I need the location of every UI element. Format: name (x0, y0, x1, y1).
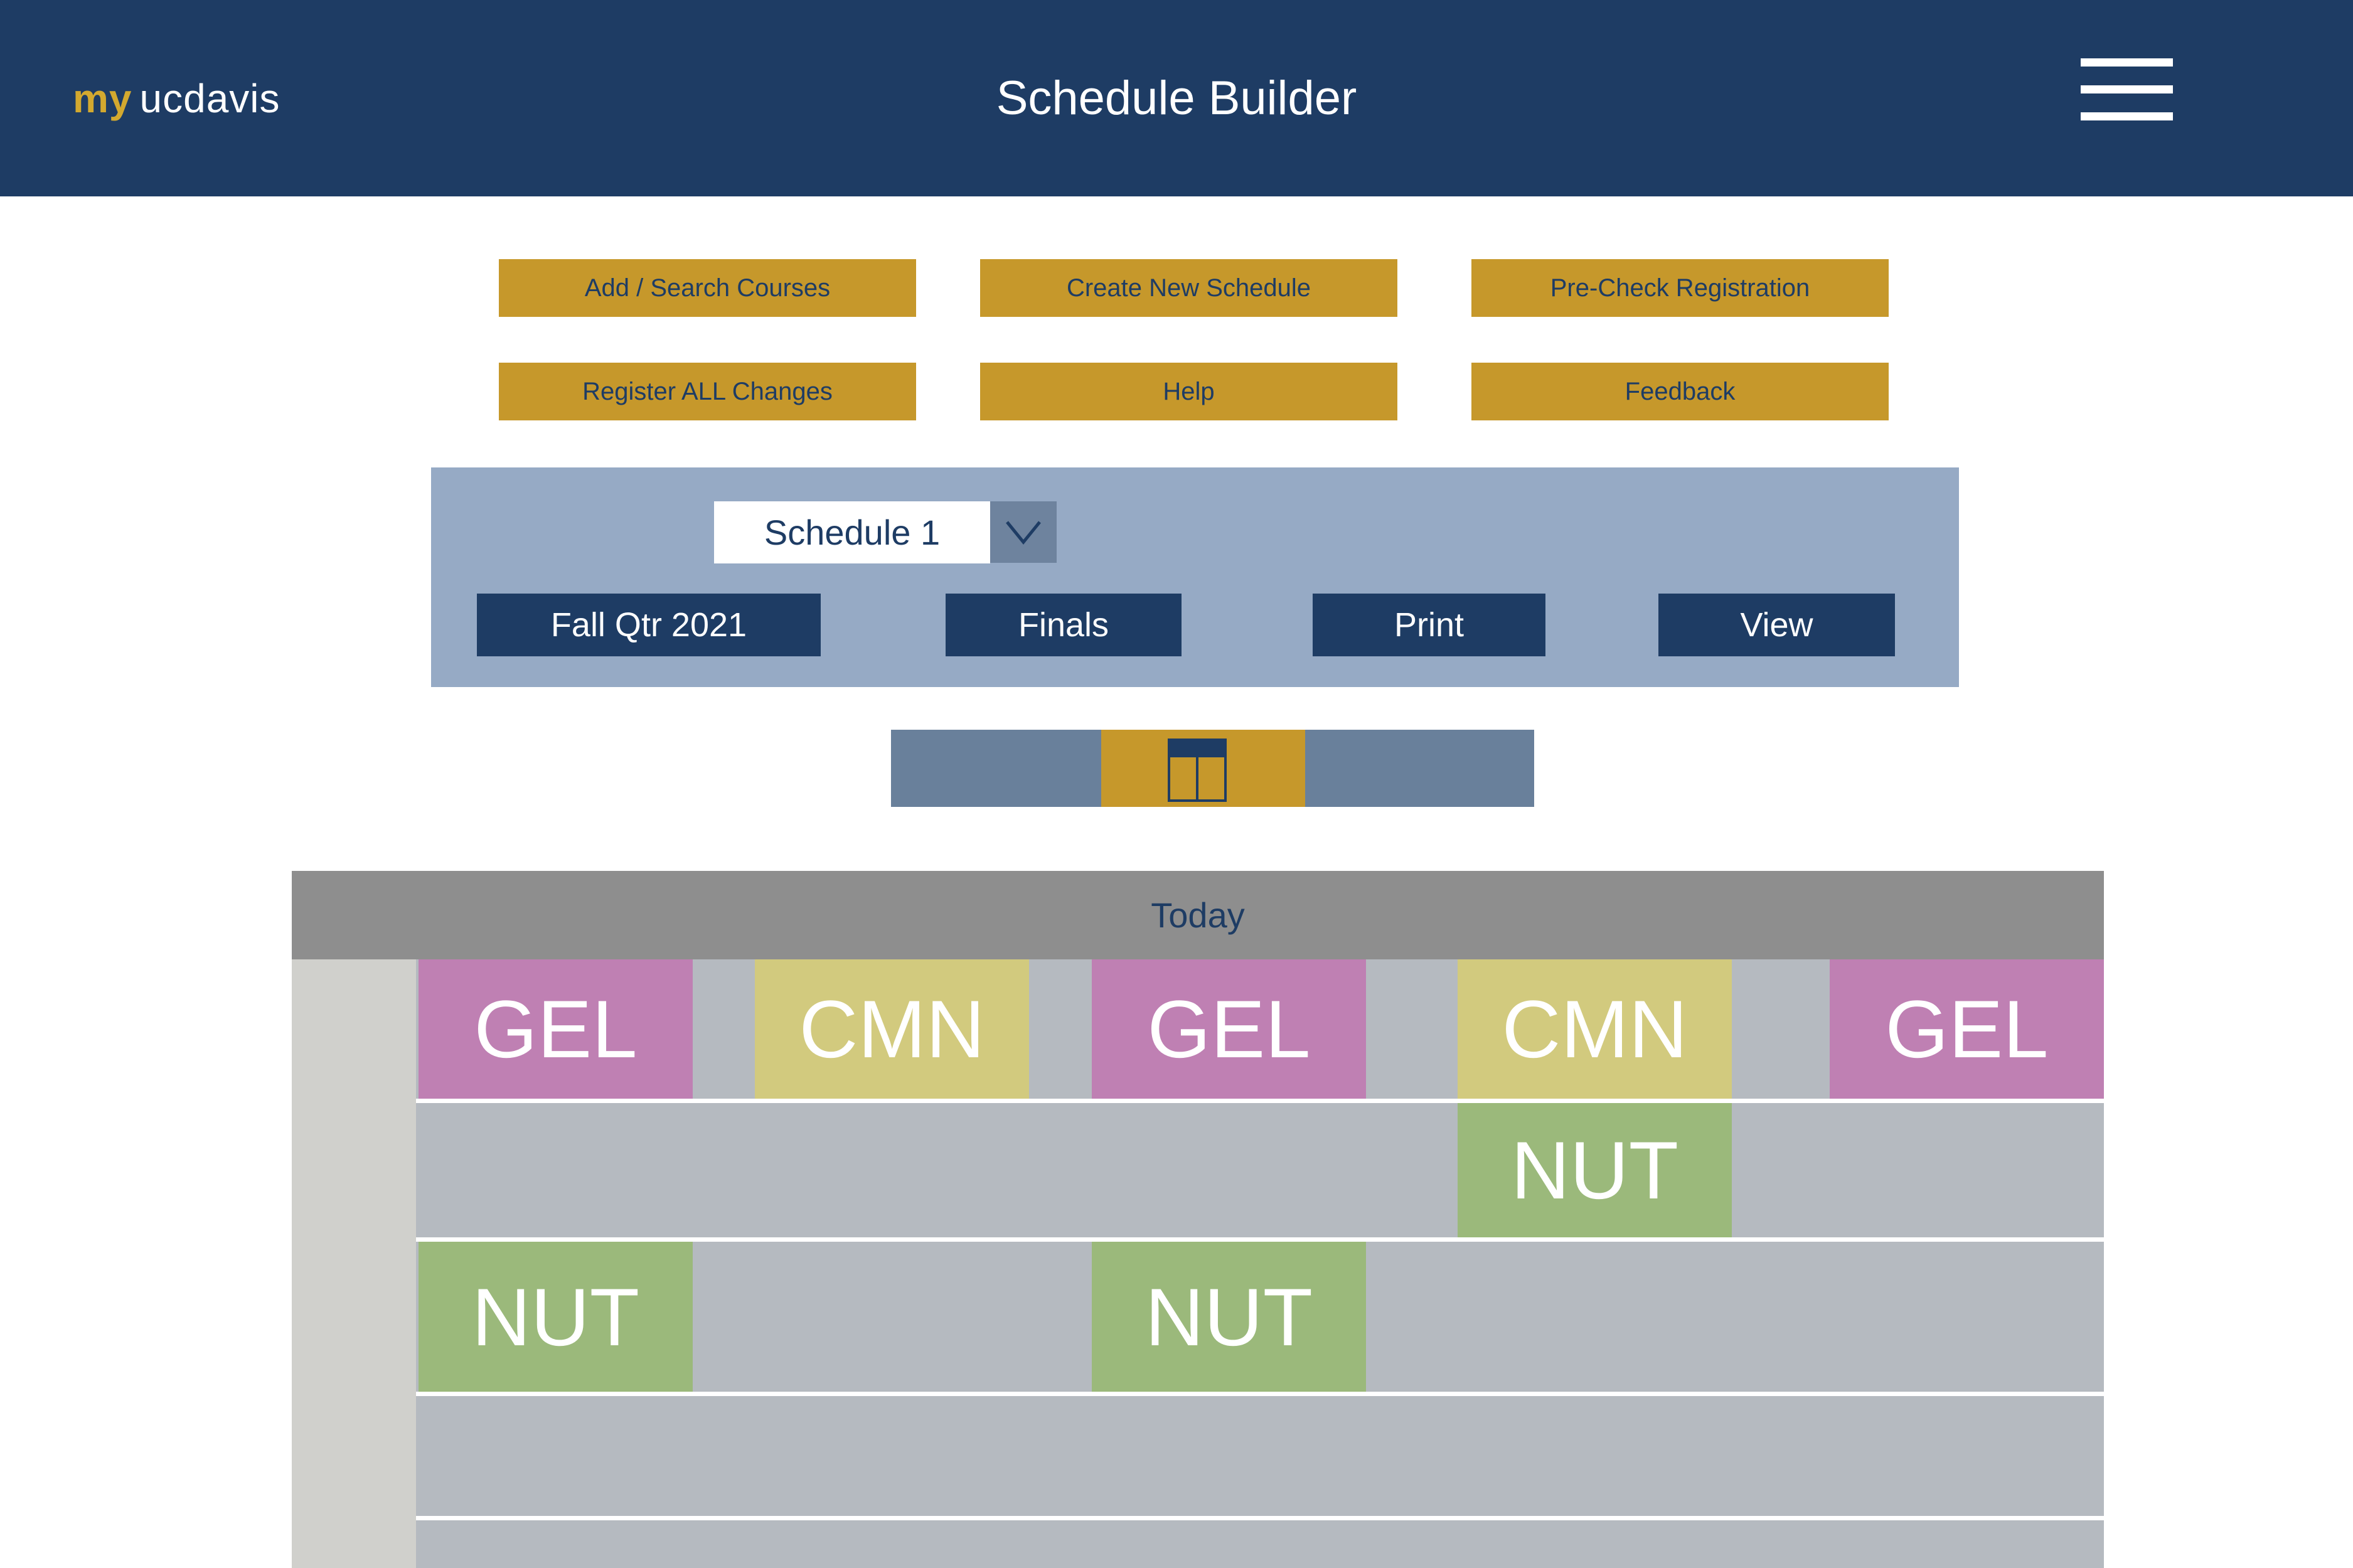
event-block-gel[interactable]: GEL (419, 959, 693, 1099)
chevron-down-icon (1006, 521, 1041, 545)
event-label: GEL (1147, 983, 1311, 1075)
register-all-changes-button[interactable]: Register ALL Changes (499, 363, 916, 420)
schedule-calendar: Today GEL CMN GEL CMN GEL NUT NUT NUT (292, 871, 2104, 1568)
schedule-panel: SCHEDULE: Schedule 1 Fall Qtr 2021 Final… (431, 467, 1959, 1017)
hamburger-bar (2081, 85, 2173, 93)
week-view-calendar-icon (1168, 739, 1227, 802)
hamburger-bar (2081, 112, 2173, 120)
hamburger-menu-icon[interactable] (2081, 58, 2173, 120)
help-button[interactable]: Help (980, 363, 1397, 420)
print-button[interactable]: Print (1313, 594, 1545, 656)
event-label: NUT (1144, 1271, 1313, 1363)
event-label: CMN (1502, 983, 1688, 1075)
row-separator (416, 1516, 2104, 1520)
row-separator (416, 1392, 2104, 1396)
event-label: NUT (1510, 1124, 1679, 1216)
event-label: GEL (1885, 983, 2049, 1075)
top-navbar: my ucdavis Schedule Builder (0, 0, 2353, 196)
event-label: GEL (474, 983, 638, 1075)
calendar-view-toolbar (891, 730, 1534, 807)
quarter-button[interactable]: Fall Qtr 2021 (477, 594, 821, 656)
event-block-cmn[interactable]: CMN (755, 959, 1029, 1099)
event-block-nut[interactable]: NUT (1458, 1103, 1732, 1237)
event-label: NUT (471, 1271, 640, 1363)
schedule-select-arrow[interactable] (990, 501, 1057, 563)
view-button[interactable]: View (1658, 594, 1895, 656)
create-new-schedule-button[interactable]: Create New Schedule (980, 259, 1397, 317)
add-search-courses-button[interactable]: Add / Search Courses (499, 259, 916, 317)
view-toolbar-right-segment[interactable] (1305, 730, 1534, 807)
hamburger-bar (2081, 58, 2173, 67)
event-block-nut[interactable]: NUT (1092, 1242, 1366, 1392)
event-block-gel[interactable]: GEL (1830, 959, 2104, 1099)
schedule-select[interactable]: Schedule 1 (714, 501, 990, 563)
calendar-icon-cell (1170, 757, 1196, 799)
view-toolbar-week-segment[interactable] (1101, 730, 1305, 807)
view-toolbar-left-segment[interactable] (891, 730, 1101, 807)
event-block-cmn[interactable]: CMN (1458, 959, 1732, 1099)
logo-ucdavis: ucdavis (139, 75, 280, 121)
feedback-button[interactable]: Feedback (1471, 363, 1889, 420)
event-label: CMN (799, 983, 985, 1075)
row-separator (416, 1099, 2104, 1103)
pre-check-registration-button[interactable]: Pre-Check Registration (1471, 259, 1889, 317)
finals-button[interactable]: Finals (946, 594, 1182, 656)
calendar-icon-cell (1198, 757, 1224, 799)
calendar-today-header: Today (292, 871, 2104, 959)
myucdavis-logo[interactable]: my ucdavis (73, 0, 280, 196)
event-block-nut[interactable]: NUT (419, 1242, 693, 1392)
logo-my: my (73, 75, 132, 121)
calendar-time-column (292, 959, 416, 1568)
page-title: Schedule Builder (996, 72, 1357, 125)
event-block-gel[interactable]: GEL (1092, 959, 1366, 1099)
row-separator (416, 1237, 2104, 1242)
